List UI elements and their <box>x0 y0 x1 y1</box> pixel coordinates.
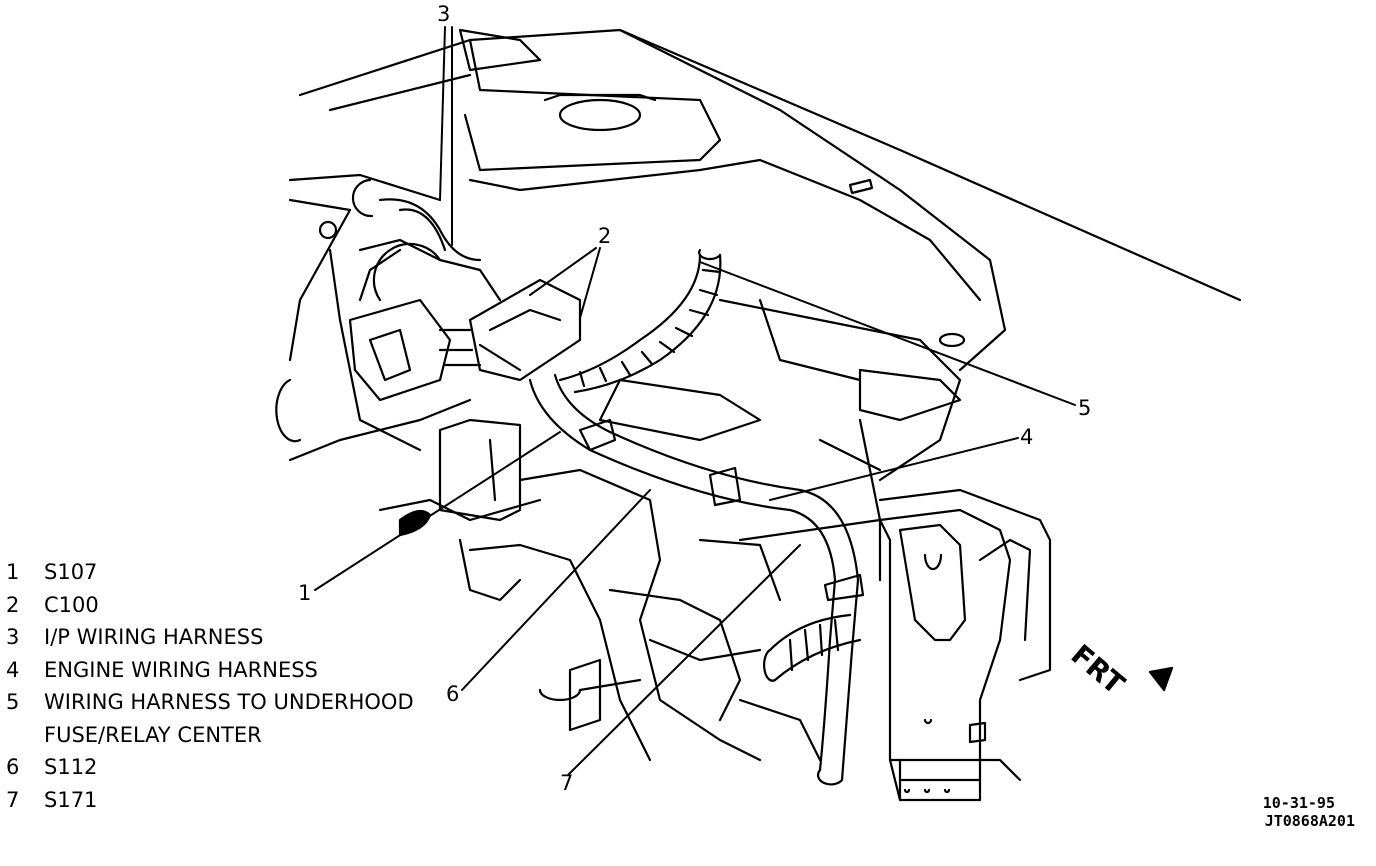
legend-item-5-continued: FUSE/RELAY CENTER <box>6 719 414 752</box>
legend-number: 3 <box>6 625 20 649</box>
ip-harness <box>351 178 482 262</box>
legend-number: 2 <box>6 592 20 617</box>
callout-3: 3 <box>437 2 451 26</box>
body-panels <box>275 28 1242 522</box>
fuse-relay-center <box>878 488 1052 802</box>
legend-item-7: 7 S171 <box>6 784 414 817</box>
legend-number: 4 <box>6 657 20 682</box>
legend-item-1: 1 S107 <box>6 556 414 589</box>
legend-number: 7 <box>6 787 20 812</box>
fuse-center-harness <box>558 248 722 394</box>
legend-label: ENGINE WIRING HARNESS <box>44 657 318 682</box>
legend-label: I/P WIRING HARNESS <box>44 625 264 649</box>
legend-item-2: 2 C100 <box>6 589 414 622</box>
legend-item-4: 4 ENGINE WIRING HARNESS <box>6 654 414 687</box>
figure-code: JT0868A201 <box>1264 812 1355 830</box>
date-code: 10-31-95 <box>1262 794 1335 812</box>
legend-item-5: 5 WIRING HARNESS TO UNDERHOOD <box>6 686 414 719</box>
engine-harness <box>528 373 865 786</box>
callout-1: 1 <box>298 581 312 605</box>
s107-splice-marker <box>398 509 432 537</box>
front-frame <box>438 418 882 762</box>
legend-item-3: 3 I/P WIRING HARNESS <box>6 621 414 654</box>
front-direction-arrow-icon <box>1148 666 1174 692</box>
c100-connector <box>348 238 582 402</box>
legend-number: 5 <box>6 690 20 714</box>
callout-2: 2 <box>598 224 612 248</box>
callout-6: 6 <box>446 682 460 706</box>
callout-5: 5 <box>1078 396 1092 420</box>
legend-label-continued: FUSE/RELAY CENTER <box>44 722 262 747</box>
legend-number: 6 <box>6 755 20 779</box>
component-legend: 1 S107 2 C100 3 I/P WIRING HARNESS 4 ENG… <box>6 556 414 816</box>
inner-fender <box>598 298 962 582</box>
callout-4: 4 <box>1020 425 1034 449</box>
legend-label: WIRING HARNESS TO UNDERHOOD <box>44 690 414 714</box>
legend-label: S171 <box>44 787 98 812</box>
legend-label: S112 <box>44 755 98 779</box>
callout-7: 7 <box>560 771 574 795</box>
legend-label: S107 <box>44 560 98 584</box>
legend-label: C100 <box>44 592 99 617</box>
legend-number: 1 <box>6 560 20 584</box>
legend-item-6: 6 S112 <box>6 751 414 784</box>
leader-lines <box>314 26 1076 776</box>
